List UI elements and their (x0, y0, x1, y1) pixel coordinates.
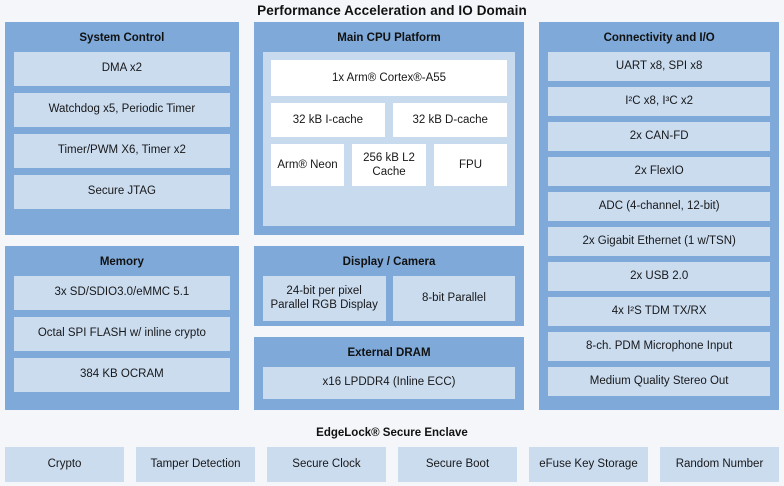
block-watchdog[interactable]: Watchdog x5, Periodic Timer (14, 92, 230, 127)
external-dram-items: x16 LPDDR4 (Inline ECC) (262, 366, 516, 401)
block-efuse-key-storage[interactable]: eFuse Key Storage (529, 447, 648, 482)
block-stereo-out[interactable]: Medium Quality Stereo Out (548, 366, 771, 396)
system-control-items: DMA x2 Watchdog x5, Periodic Timer Timer… (14, 51, 230, 226)
block-i2c-i3c[interactable]: I²C x8, I³C x2 (548, 86, 771, 116)
footer-title: EdgeLock® Secure Enclave (316, 427, 468, 439)
block-ocram[interactable]: 384 KB OCRAM (14, 357, 230, 392)
panel-title-main-cpu: Main CPU Platform (337, 32, 441, 44)
display-camera-row: 24-bit per pixel Parallel RGB Display 8-… (262, 275, 516, 321)
block-cortex-a55[interactable]: 1x Arm® Cortex®-A55 (270, 59, 508, 96)
block-fpu[interactable]: FPU (433, 143, 508, 186)
footer-items: Crypto Tamper Detection Secure Clock Sec… (0, 447, 784, 482)
block-i2s-tdm[interactable]: 4x I²S TDM TX/RX (548, 296, 771, 326)
block-i-cache[interactable]: 32 kB I-cache (270, 102, 386, 137)
block-secure-jtag[interactable]: Secure JTAG (14, 174, 230, 209)
panel-title-memory: Memory (99, 256, 144, 268)
panel-system-control: System Control DMA x2 Watchdog x5, Perio… (5, 22, 239, 235)
memory-items: 3x SD/SDIO3.0/eMMC 5.1 Octal SPI FLASH w… (14, 275, 230, 401)
block-random-number[interactable]: Random Number (660, 447, 779, 482)
display-camera-items: 24-bit per pixel Parallel RGB Display 8-… (262, 275, 516, 321)
block-lpddr4[interactable]: x16 LPDDR4 (Inline ECC) (262, 366, 516, 399)
block-octal-spi-flash[interactable]: Octal SPI FLASH w/ inline crypto (14, 316, 230, 351)
panel-external-dram: External DRAM x16 LPDDR4 (Inline ECC) (253, 337, 525, 410)
block-d-cache[interactable]: 32 kB D-cache (393, 102, 508, 137)
block-dma[interactable]: DMA x2 (14, 51, 230, 86)
column-right: Connectivity and I/O UART x8, SPI x8 I²C… (539, 22, 780, 410)
footer-edgelock-secure-enclave: EdgeLock® Secure Enclave Crypto Tamper D… (0, 418, 784, 486)
column-middle: Main CPU Platform 1x Arm® Cortex®-A55 32… (253, 22, 525, 410)
block-secure-clock[interactable]: Secure Clock (267, 447, 386, 482)
block-timer-pwm[interactable]: Timer/PWM X6, Timer x2 (14, 133, 230, 168)
panel-title-connectivity: Connectivity and I/O (603, 32, 715, 44)
panel-main-cpu-platform: Main CPU Platform 1x Arm® Cortex®-A55 32… (253, 22, 525, 235)
block-arm-neon[interactable]: Arm® Neon (270, 143, 345, 186)
block-gigabit-ethernet[interactable]: 2x Gigabit Ethernet (1 w/TSN) (548, 226, 771, 256)
connectivity-items: UART x8, SPI x8 I²C x8, I³C x2 2x CAN-FD… (548, 51, 771, 401)
block-usb[interactable]: 2x USB 2.0 (548, 261, 771, 291)
block-flexio[interactable]: 2x FlexIO (548, 156, 771, 186)
columns-container: System Control DMA x2 Watchdog x5, Perio… (5, 22, 780, 410)
block-tamper-detection[interactable]: Tamper Detection (136, 447, 255, 482)
block-crypto[interactable]: Crypto (5, 447, 124, 482)
panel-display-camera: Display / Camera 24-bit per pixel Parall… (253, 246, 525, 326)
block-adc[interactable]: ADC (4-channel, 12-bit) (548, 191, 771, 221)
cpu-inner-container: 1x Arm® Cortex®-A55 32 kB I-cache 32 kB … (262, 51, 516, 226)
block-8bit-parallel[interactable]: 8-bit Parallel (392, 275, 516, 321)
block-l2-cache[interactable]: 256 kB L2 Cache (352, 143, 426, 186)
block-uart-spi[interactable]: UART x8, SPI x8 (548, 51, 771, 81)
block-can-fd[interactable]: 2x CAN-FD (548, 121, 771, 151)
block-pdm-microphone[interactable]: 8-ch. PDM Microphone Input (548, 331, 771, 361)
panel-title-system-control: System Control (79, 32, 165, 44)
block-rgb-display[interactable]: 24-bit per pixel Parallel RGB Display (262, 275, 386, 321)
panel-connectivity-io: Connectivity and I/O UART x8, SPI x8 I²C… (539, 22, 780, 410)
panel-memory: Memory 3x SD/SDIO3.0/eMMC 5.1 Octal SPI … (5, 246, 239, 410)
column-left: System Control DMA x2 Watchdog x5, Perio… (5, 22, 239, 410)
panel-title-external-dram: External DRAM (347, 347, 431, 359)
cpu-unit-row: Arm® Neon 256 kB L2 Cache FPU (270, 143, 508, 186)
block-secure-boot[interactable]: Secure Boot (398, 447, 517, 482)
page-title: Performance Acceleration and IO Domain (257, 2, 527, 18)
panel-title-display-camera: Display / Camera (342, 256, 436, 268)
cpu-cache-row: 32 kB I-cache 32 kB D-cache (270, 102, 508, 137)
block-sd-sdio-emmc[interactable]: 3x SD/SDIO3.0/eMMC 5.1 (14, 275, 230, 310)
